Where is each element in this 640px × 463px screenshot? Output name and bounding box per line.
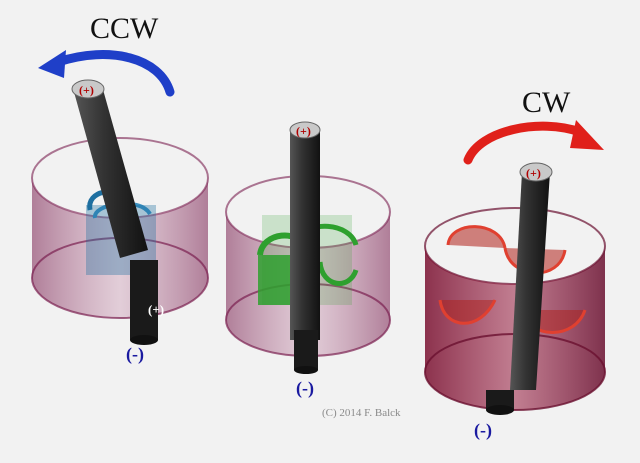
shaft-middle [289,121,321,374]
ccw-label: CCW [90,12,159,45]
minus-terminal-left: (-) [126,344,144,365]
ccw-arrow [38,50,175,97]
shaft-left [71,79,158,345]
rotor-middle: (+) (-) [225,121,391,399]
copyright-text: (C) 2014 F. Balck [322,407,401,419]
plus-terminal-middle: (+) [296,124,311,138]
rotor-left: (+) (+) (-) [31,79,209,365]
rotor-right: (+) (-) [424,162,606,441]
plus-terminal-left-bottom: (+) [148,302,164,317]
minus-terminal-right: (-) [474,420,492,441]
plus-terminal-left: (+) [79,83,94,97]
cw-label: CW [522,86,571,119]
minus-terminal-middle: (-) [296,378,314,399]
cw-arrow [463,120,604,165]
plus-terminal-right: (+) [526,166,541,180]
shaft-right [486,162,553,415]
